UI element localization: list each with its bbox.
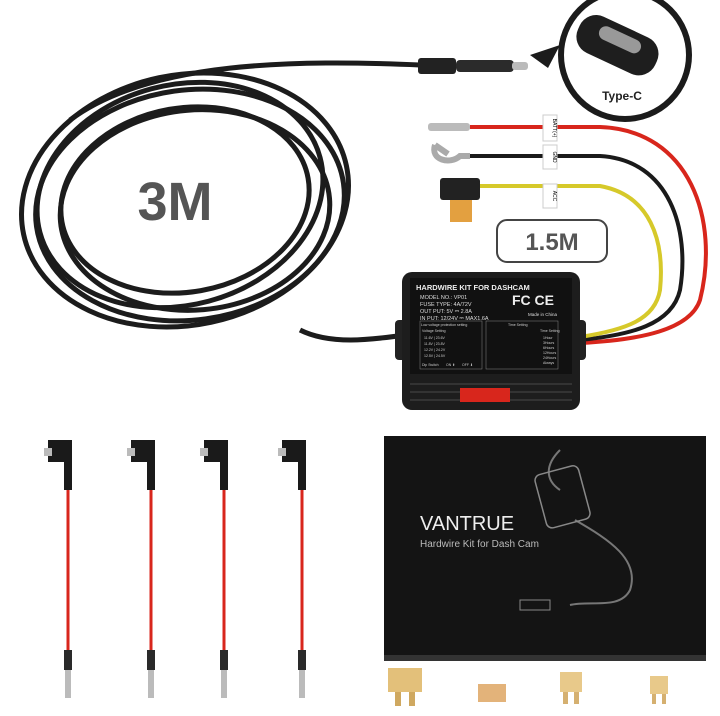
voltage-row: 11.6V | 23.6V: [424, 336, 446, 340]
fuse-tap: [200, 440, 228, 698]
wire-terminals: [428, 123, 480, 222]
module-output: OUT PUT: 5V ⎓ 2.8A: [420, 309, 472, 315]
power-wires: [470, 125, 708, 345]
module-fuse: FUSE TYPE: 4A/72V: [420, 302, 472, 308]
fuse-tap: [44, 440, 72, 698]
coiled-cable: [19, 60, 421, 343]
module-title: HARDWIRE KIT FOR DASHCAM: [416, 283, 530, 292]
voltage-row: 11.8V | 23.8V: [424, 342, 446, 346]
wire-length-badge: [496, 219, 608, 263]
off-label: OFF ⬇: [462, 363, 473, 367]
fuse-taps: [44, 440, 306, 698]
acc-tag: ACC: [551, 191, 557, 202]
time-col-header: Time Setting: [540, 329, 560, 333]
cert-marks: FC CE: [512, 292, 554, 308]
on-label: ON ⬆: [446, 362, 455, 367]
voltage-row: 12.5V | 24.5V: [424, 354, 446, 358]
wire-tags: [542, 114, 558, 209]
gnd-tag: GND: [551, 151, 557, 163]
voltage-row: 12.2V | 24.2V: [424, 348, 446, 352]
brand-logo: VANTRUE: [420, 513, 514, 535]
type-c-callout: [530, 0, 692, 122]
batt-tag: BATT(+): [551, 119, 557, 138]
wire-length-label: 1.5M: [525, 229, 578, 256]
package-box: [384, 436, 706, 661]
time-row: 6Hours: [543, 346, 555, 350]
time-row: 12Hours: [543, 351, 556, 355]
low-voltage-header: Low voltage protection setting: [421, 323, 467, 327]
time-row: 24Hours: [543, 356, 556, 360]
voltage-col-header: Voltage Setting: [422, 329, 446, 333]
type-c-label: Type-C: [602, 89, 642, 103]
control-module: [395, 272, 586, 410]
type-c-plug: [418, 58, 528, 74]
dip-switch-label: Dip Switch: [422, 363, 439, 367]
time-header: Time Setting: [508, 323, 528, 327]
cable-length-label: 3M: [137, 172, 212, 232]
time-row: 3Hours: [543, 341, 555, 345]
fuse-tap: [278, 440, 306, 698]
spare-fuses: [388, 668, 668, 706]
module-input: IN PUT: 12/24V ⎓ MAX1.6A: [420, 316, 489, 322]
package-subtitle: Hardwire Kit for Dash Cam: [420, 539, 539, 550]
time-row: Always: [543, 361, 554, 365]
made-in: Made in China: [528, 312, 558, 317]
fuse-tap: [127, 440, 155, 698]
time-row: 1Hour: [543, 336, 553, 340]
module-model: MODEL NO.: VP01: [420, 295, 467, 301]
